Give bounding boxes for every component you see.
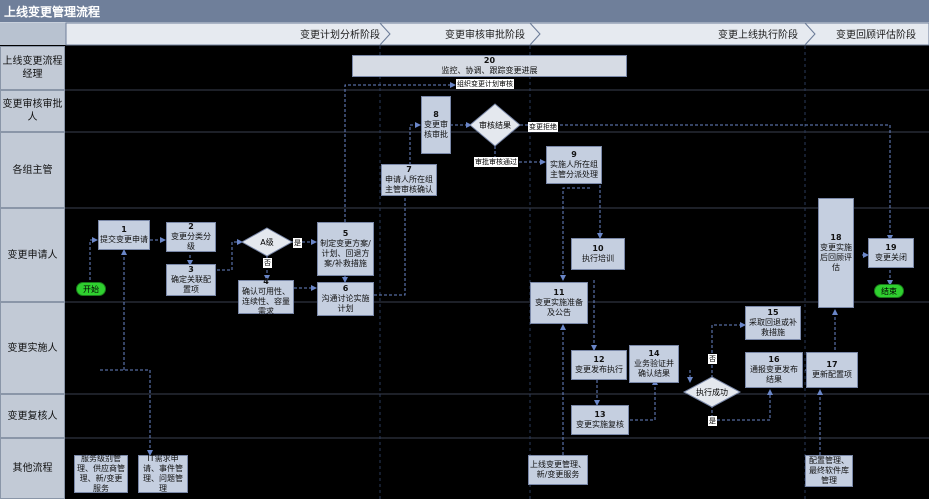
banner-num: 20 [483, 56, 496, 65]
step-num: 4 [263, 277, 269, 286]
step-num: 8 [433, 110, 439, 119]
step-text: 业务验证并确认结果 [634, 359, 674, 378]
edge-label-no-exec: 否 [708, 354, 717, 364]
step-text: 申请人所在组主管审核确认 [385, 175, 433, 194]
step-text: 变更实施后回顾评估 [820, 243, 852, 272]
decision-a-level [240, 227, 294, 257]
edge-label-yes-a: 是 [293, 238, 302, 248]
edge-label-yes-exec: 是 [708, 416, 717, 426]
other-process-4: 配置管理、最终软件库管理 [805, 455, 853, 487]
phase-review: 变更回顾评估阶段 [836, 30, 916, 41]
step-num: 9 [571, 150, 577, 159]
step-text: 变更审核审批 [424, 120, 448, 139]
step-num: 15 [767, 308, 779, 317]
lane-reviewer: 变更复核人 [0, 394, 65, 438]
lane-requester: 变更申请人 [0, 208, 65, 302]
step-text: 实施人所在组主管分派处理 [550, 160, 598, 179]
step-text: 通报变更发布结果 [750, 365, 798, 384]
start-terminal: 开始 [76, 282, 106, 296]
other-process-2: IT需求申请、事件管理、问题管理 [138, 454, 188, 493]
end-terminal: 结束 [874, 284, 904, 298]
step-text: 更新配置项 [812, 370, 852, 379]
step-num: 16 [768, 355, 780, 364]
banner-text: 监控、协调、跟踪变更进展 [441, 66, 538, 75]
edge-label-plan-review: 组织变更计划审核 [456, 79, 514, 89]
monitor-banner: 20 监控、协调、跟踪变更进展 [352, 55, 627, 77]
lane-implementer: 变更实施人 [0, 302, 65, 394]
lane-other: 其他流程 [0, 438, 65, 499]
lane-process-manager: 上线变更流程经理 [0, 46, 65, 90]
decision-review-text: 审核结果 [479, 121, 511, 130]
other-process-1: 服务级别管理、供应商管理、新/变更服务 [74, 454, 128, 493]
other-process-3: 上线变更管理、新/变更服务 [528, 455, 588, 485]
step-text: 确认可用性、连续性、容量需求 [242, 287, 290, 316]
phase-approval: 变更审核审批阶段 [445, 30, 525, 41]
step-num: 18 [830, 233, 842, 242]
step-text: 变更实施复核 [576, 420, 624, 429]
decision-success [682, 376, 742, 408]
step-num: 12 [593, 355, 605, 364]
step-num: 1 [121, 225, 127, 234]
edge-label-no-a: 否 [263, 258, 272, 268]
step-num: 5 [342, 229, 349, 238]
diagram-title: 上线变更管理流程 [4, 5, 101, 19]
phase-execution: 变更上线执行阶段 [718, 30, 798, 41]
decision-success-text: 执行成功 [696, 388, 728, 397]
step-num: 17 [826, 360, 838, 369]
lane-approver: 变更审核审批人 [0, 90, 65, 132]
step-text: 沟通讨论实施计划 [321, 294, 370, 313]
step-num: 11 [553, 288, 565, 297]
step-num: 2 [188, 222, 194, 231]
step-num: 14 [648, 349, 660, 358]
step-text: 执行培训 [582, 254, 614, 263]
step-text: 变更发布执行 [575, 365, 623, 374]
step-num: 10 [592, 244, 604, 253]
step-num: 3 [188, 265, 194, 274]
step-text: 确定关联配置项 [171, 275, 211, 294]
phase-analysis: 变更计划分析阶段 [300, 30, 380, 41]
step-num: 13 [594, 410, 606, 419]
lane-group-lead: 各组主管 [0, 132, 65, 208]
step-text: 采取回退或补救措施 [749, 318, 797, 337]
step-text: 变更实施准备及公告 [535, 298, 583, 317]
step-num: 6 [342, 284, 349, 293]
step-text: 制定变更方案/计划、回退方案/补救措施 [320, 239, 371, 268]
step-text: 提交变更申请 [100, 235, 148, 244]
step-text: 变更分类分级 [171, 232, 211, 251]
step-num: 7 [406, 165, 412, 174]
decision-review [469, 103, 521, 147]
edge-label-reject: 变更拒绝 [528, 122, 558, 132]
decision-a-level-text: A级 [260, 238, 274, 247]
edge-label-approve: 审批审核通过 [474, 157, 518, 167]
step-num: 19 [885, 243, 897, 252]
step-text: 变更关闭 [875, 253, 907, 262]
